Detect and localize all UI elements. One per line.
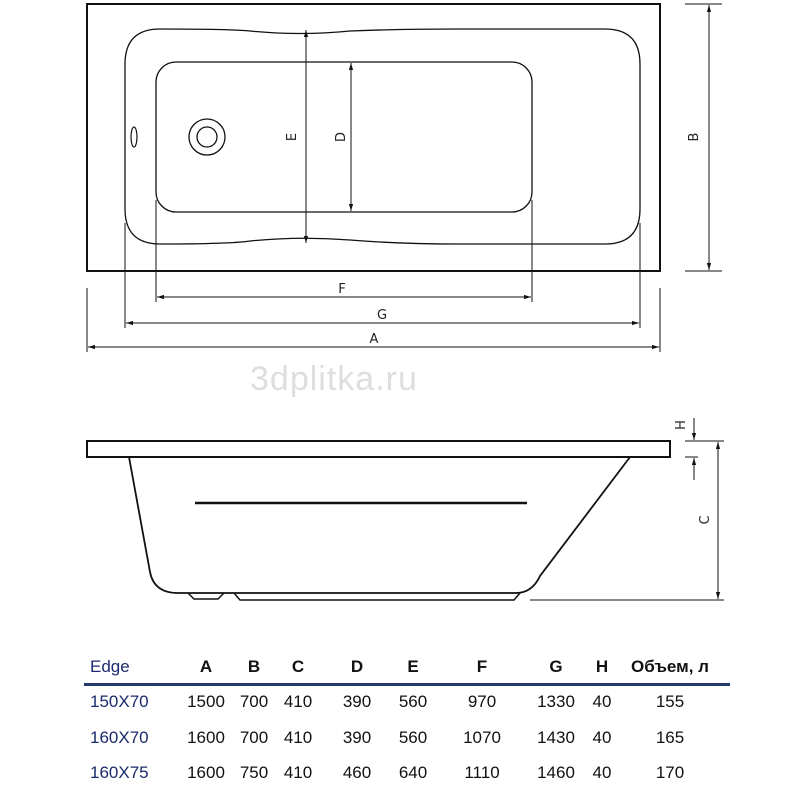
header-b: B — [247, 657, 261, 676]
header-f: F — [476, 657, 488, 676]
table-cell: 700 — [239, 728, 269, 747]
table-cell: 410 — [283, 728, 313, 747]
tub-inner-outline — [124, 28, 641, 245]
side-foot-small — [187, 592, 225, 600]
dim-c-label: C — [698, 515, 713, 524]
table-cell: 410 — [283, 763, 313, 782]
dim-a-label: A — [370, 332, 379, 347]
row-model-label: 160X70 — [90, 728, 149, 747]
overflow-icon — [130, 126, 138, 148]
dim-d-label: D — [334, 132, 349, 142]
table-cell: 1070 — [463, 728, 501, 747]
table-cell: 560 — [398, 728, 428, 747]
table-cell: 170 — [655, 763, 685, 782]
header-e: E — [407, 657, 419, 676]
header-h: H — [595, 657, 609, 676]
rim-outline — [86, 3, 661, 272]
dim-b-label: B — [687, 133, 702, 142]
side-foot-large — [233, 592, 521, 601]
row-model-label: 150X70 — [90, 692, 149, 711]
table-cell: 750 — [239, 763, 269, 782]
header-volume: Объем, л — [631, 657, 709, 676]
table-cell: 560 — [398, 692, 428, 711]
header-rule — [84, 683, 730, 686]
header-g: G — [549, 657, 563, 676]
table-cell: 1600 — [187, 763, 225, 782]
dim-e-label: E — [285, 133, 300, 141]
table-cell: 640 — [398, 763, 428, 782]
table-cell: 700 — [239, 692, 269, 711]
table-cell: 390 — [342, 728, 372, 747]
watermark: 3dplitka.ru — [250, 360, 418, 398]
table-cell: 40 — [592, 728, 612, 747]
table-cell: 40 — [592, 692, 612, 711]
side-rim — [86, 440, 671, 458]
table-cell: 1430 — [537, 728, 575, 747]
side-view: C H — [86, 418, 724, 601]
table-cell: 1110 — [464, 763, 500, 782]
tub-bottom-outline — [155, 61, 533, 213]
drain-outer — [188, 118, 226, 156]
header-c: C — [291, 657, 305, 676]
side-body — [128, 456, 631, 594]
table-cell: 390 — [342, 692, 372, 711]
table-cell: 460 — [342, 763, 372, 782]
dim-g-label: G — [377, 308, 387, 323]
table-cell: 165 — [655, 728, 685, 747]
table-cell: 155 — [655, 692, 685, 711]
header-a: A — [199, 657, 213, 676]
table-cell: 1600 — [187, 728, 225, 747]
header-model: Edge — [90, 657, 130, 676]
table-cell: 410 — [283, 692, 313, 711]
drain-inner — [196, 126, 218, 148]
dim-h-label: H — [674, 420, 689, 430]
dim-f-label: F — [338, 282, 345, 297]
table-cell: 40 — [592, 763, 612, 782]
row-model-label: 160X75 — [90, 763, 149, 782]
table-cell: 970 — [467, 692, 497, 711]
table-cell: 1330 — [537, 692, 575, 711]
header-d: D — [350, 657, 364, 676]
table-cell: 1500 — [187, 692, 225, 711]
top-view: E D B F G A — [86, 3, 722, 352]
table-cell: 1460 — [537, 763, 575, 782]
